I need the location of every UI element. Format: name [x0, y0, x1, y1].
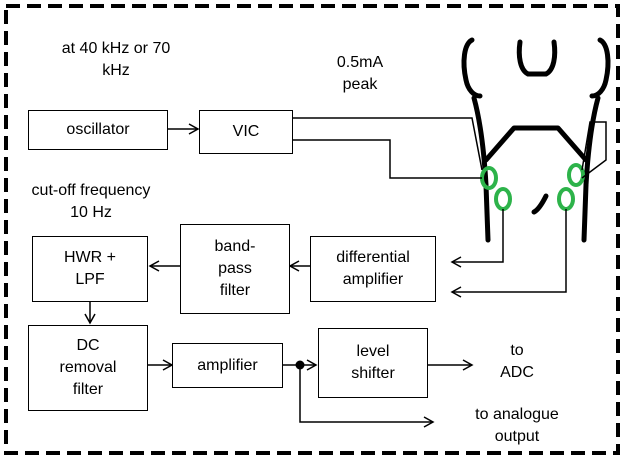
cutoff-note: cut-off frequency 10 Hz	[31, 182, 151, 221]
human-torso-icon	[461, 37, 611, 243]
amplifier-block: amplifier	[172, 343, 283, 388]
vic-block: VIC	[199, 110, 293, 154]
dc-removal-filter-block: DC removal filter	[28, 325, 148, 411]
wire-vic-to-left-electrode	[292, 117, 483, 171]
adc-output-label: to ADC	[500, 342, 534, 381]
level-shifter-block: level shifter	[318, 328, 428, 398]
band-pass-filter-block: band- pass filter	[180, 224, 290, 314]
electrode-ring-icon	[480, 163, 585, 211]
wire-left-sense	[450, 209, 504, 268]
hwr-lpf-label: HWR + LPF	[64, 249, 116, 288]
current-note: 0.5mA peak	[336, 54, 384, 93]
oscillator-label: oscillator	[66, 121, 130, 138]
vic-label: VIC	[232, 123, 260, 140]
oscillator-block: oscillator	[28, 110, 168, 150]
band-pass-filter-label: band- pass filter	[214, 238, 256, 299]
frequency-note: at 40 kHz or 70 kHz	[61, 40, 171, 79]
electrode-top-right	[567, 163, 585, 187]
electrode-bottom-left	[494, 187, 512, 211]
differential-amplifier-label: differential amplifier	[336, 249, 410, 288]
hwr-lpf-block: HWR + LPF	[32, 236, 148, 302]
wire-right-sense	[450, 209, 567, 298]
junction-dot	[295, 360, 305, 370]
wire-vic-to-right-electrode	[292, 139, 482, 179]
dashed-frame	[4, 4, 620, 455]
analogue-output-label: to analogue output	[475, 406, 559, 445]
dc-removal-filter-label: DC removal filter	[59, 337, 117, 398]
wire-vic-to-right-electrode-2	[581, 121, 607, 179]
level-shifter-label: level shifter	[351, 343, 395, 382]
differential-amplifier-block: differential amplifier	[310, 236, 436, 302]
electrode-bottom-right	[557, 187, 575, 211]
amplifier-label: amplifier	[197, 356, 258, 374]
wire-analogue-out	[299, 365, 435, 428]
